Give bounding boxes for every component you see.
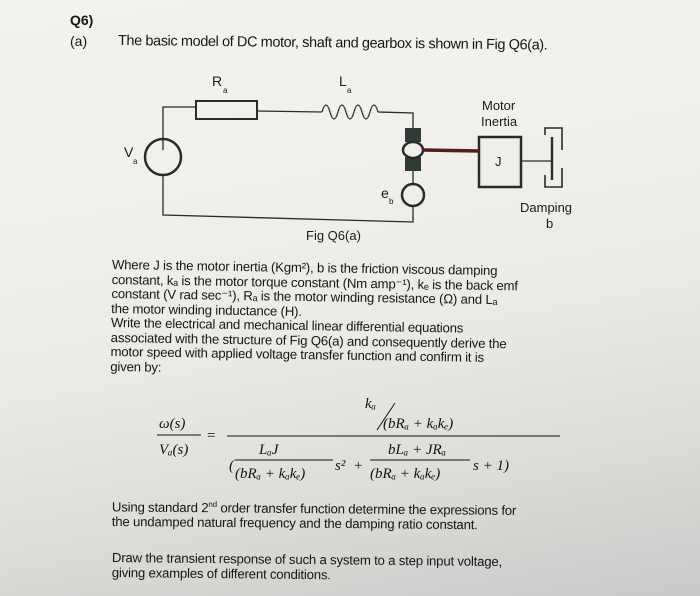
lhs-denominator: Vₐ(s) bbox=[159, 442, 188, 458]
term1-denominator: (bRₐ + kₐkₑ) bbox=[235, 466, 305, 482]
inductor-label: L bbox=[339, 73, 347, 89]
task2-superscript: nd bbox=[208, 499, 217, 509]
question-number: Q6) bbox=[70, 12, 94, 28]
source-label-sub: a bbox=[133, 157, 138, 166]
transfer-function-equation: ω(s) Vₐ(s) = kₐ (bRₐ + kₐkₑ) ( LₐJ (bRₐ … bbox=[155, 396, 575, 493]
inductor-icon bbox=[321, 104, 379, 120]
term2-numerator: bLₐ + JRₐ bbox=[388, 442, 446, 458]
svg-text:(: ( bbox=[229, 458, 235, 474]
inertia-title-line1: Motor bbox=[482, 98, 516, 113]
back-emf-label-sub: b bbox=[389, 197, 394, 206]
task2-paragraph: Using standard 2nd order transfer functi… bbox=[112, 497, 612, 534]
source-label: V bbox=[124, 144, 134, 160]
term1-numerator: LₐJ bbox=[258, 442, 280, 458]
definitions-paragraph: Where J is the motor inertia (Kgm²), b i… bbox=[110, 257, 612, 382]
lhs-numerator: ω(s) bbox=[159, 416, 185, 432]
back-emf-source-icon bbox=[400, 182, 426, 208]
inductor-label-sub: a bbox=[347, 86, 352, 95]
question-part: (a) bbox=[70, 33, 88, 49]
figure-caption: Fig Q6(a) bbox=[306, 228, 361, 243]
inertia-title-line2: Inertia bbox=[481, 114, 518, 129]
term2-denominator: (bRₐ + kₐkₑ) bbox=[370, 466, 440, 482]
rhs-numerator-top: kₐ bbox=[365, 396, 376, 412]
resistor-label-sub: a bbox=[223, 86, 228, 95]
inertia-block-icon bbox=[477, 135, 523, 189]
svg-text:+: + bbox=[354, 458, 362, 474]
damper-bottom-icon bbox=[544, 168, 563, 188]
dc-motor-circuit-diagram: R a L a V a e b Motor Inertia J Damping … bbox=[124, 73, 572, 243]
wire-top-left bbox=[162, 106, 196, 150]
svg-text:=: = bbox=[207, 428, 215, 444]
back-emf-label: e bbox=[381, 185, 389, 201]
resistor-icon bbox=[195, 100, 258, 120]
motor-shaft-icon bbox=[422, 148, 480, 153]
task2-text: Using standard 2 bbox=[111, 499, 209, 516]
task3-paragraph: Draw the transient response of such a sy… bbox=[112, 550, 612, 585]
damping-symbol: b bbox=[546, 216, 553, 231]
inertia-symbol: J bbox=[495, 154, 502, 169]
term1-power: s² bbox=[335, 458, 346, 474]
damping-title: Damping bbox=[520, 200, 572, 215]
rhs-numerator-bottom: (bRₐ + kₐkₑ) bbox=[383, 416, 453, 432]
term2-tail: s + 1) bbox=[473, 458, 509, 474]
task2-line: the undamped natural frequency and the d… bbox=[111, 513, 478, 533]
motor-armature-icon bbox=[401, 128, 480, 171]
resistor-label: R bbox=[212, 73, 222, 89]
damper-top-icon bbox=[544, 127, 563, 150]
